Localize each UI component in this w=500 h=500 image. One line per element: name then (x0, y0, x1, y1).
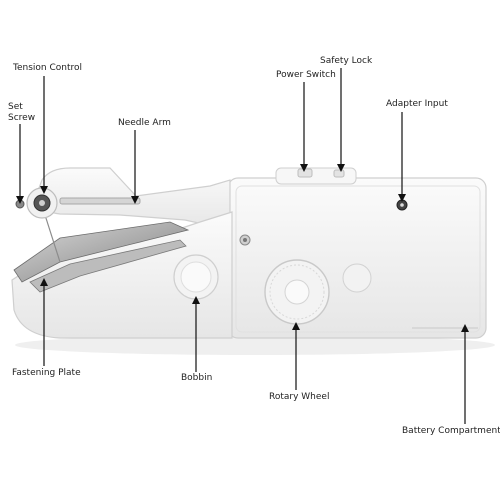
bobbin-inner (180, 261, 212, 293)
body-screw-center (243, 238, 247, 242)
main-body-face (235, 185, 481, 333)
arrowhead-power-switch (300, 164, 308, 172)
arrowheads (16, 164, 469, 332)
label-set-screw: Set Screw (8, 102, 35, 124)
fastening-plate (13, 221, 190, 283)
label-safety-lock: Safety Lock (320, 56, 373, 66)
arrowhead-bobbin (192, 296, 200, 304)
rotary-wheel-ring (269, 264, 325, 320)
safety-lock (333, 169, 345, 178)
label-power-switch: Power Switch (276, 70, 336, 80)
arrowhead-rotary-wheel (292, 322, 300, 330)
arrowhead-needle-arm (131, 196, 139, 204)
arrowhead-adapter-input (398, 194, 406, 202)
rotary-wheel-hub (284, 279, 310, 305)
label-set-screw-line1: Set (8, 102, 23, 112)
label-battery-compartment: Battery Compartment (402, 426, 500, 436)
main-body (227, 177, 487, 339)
label-rotary-wheel: Rotary Wheel (269, 392, 330, 402)
label-fastening-plate: Fastening Plate (12, 368, 81, 378)
tension-control-center (39, 200, 45, 206)
fastening-plate-lower (29, 239, 187, 293)
label-adapter-input: Adapter Input (386, 99, 448, 109)
side-button (342, 263, 372, 293)
needle-arm-rod (59, 197, 141, 205)
power-switch (297, 168, 313, 178)
arrowhead-battery (461, 324, 469, 332)
leader-lines (19, 68, 466, 424)
label-set-screw-line2: Screw (8, 113, 36, 123)
arrowhead-tension (40, 186, 48, 194)
needle-spring (44, 214, 61, 263)
adapter-input-pin (400, 203, 404, 207)
label-bobbin: Bobbin (181, 373, 213, 383)
arrowhead-set-screw (16, 196, 24, 204)
label-tension-control: Tension Control (13, 63, 83, 73)
floor-shadow (15, 335, 495, 355)
arrowhead-fastening-plate (40, 278, 48, 286)
arrowhead-safety-lock (337, 164, 345, 172)
label-needle-arm: Needle Arm (118, 118, 171, 128)
